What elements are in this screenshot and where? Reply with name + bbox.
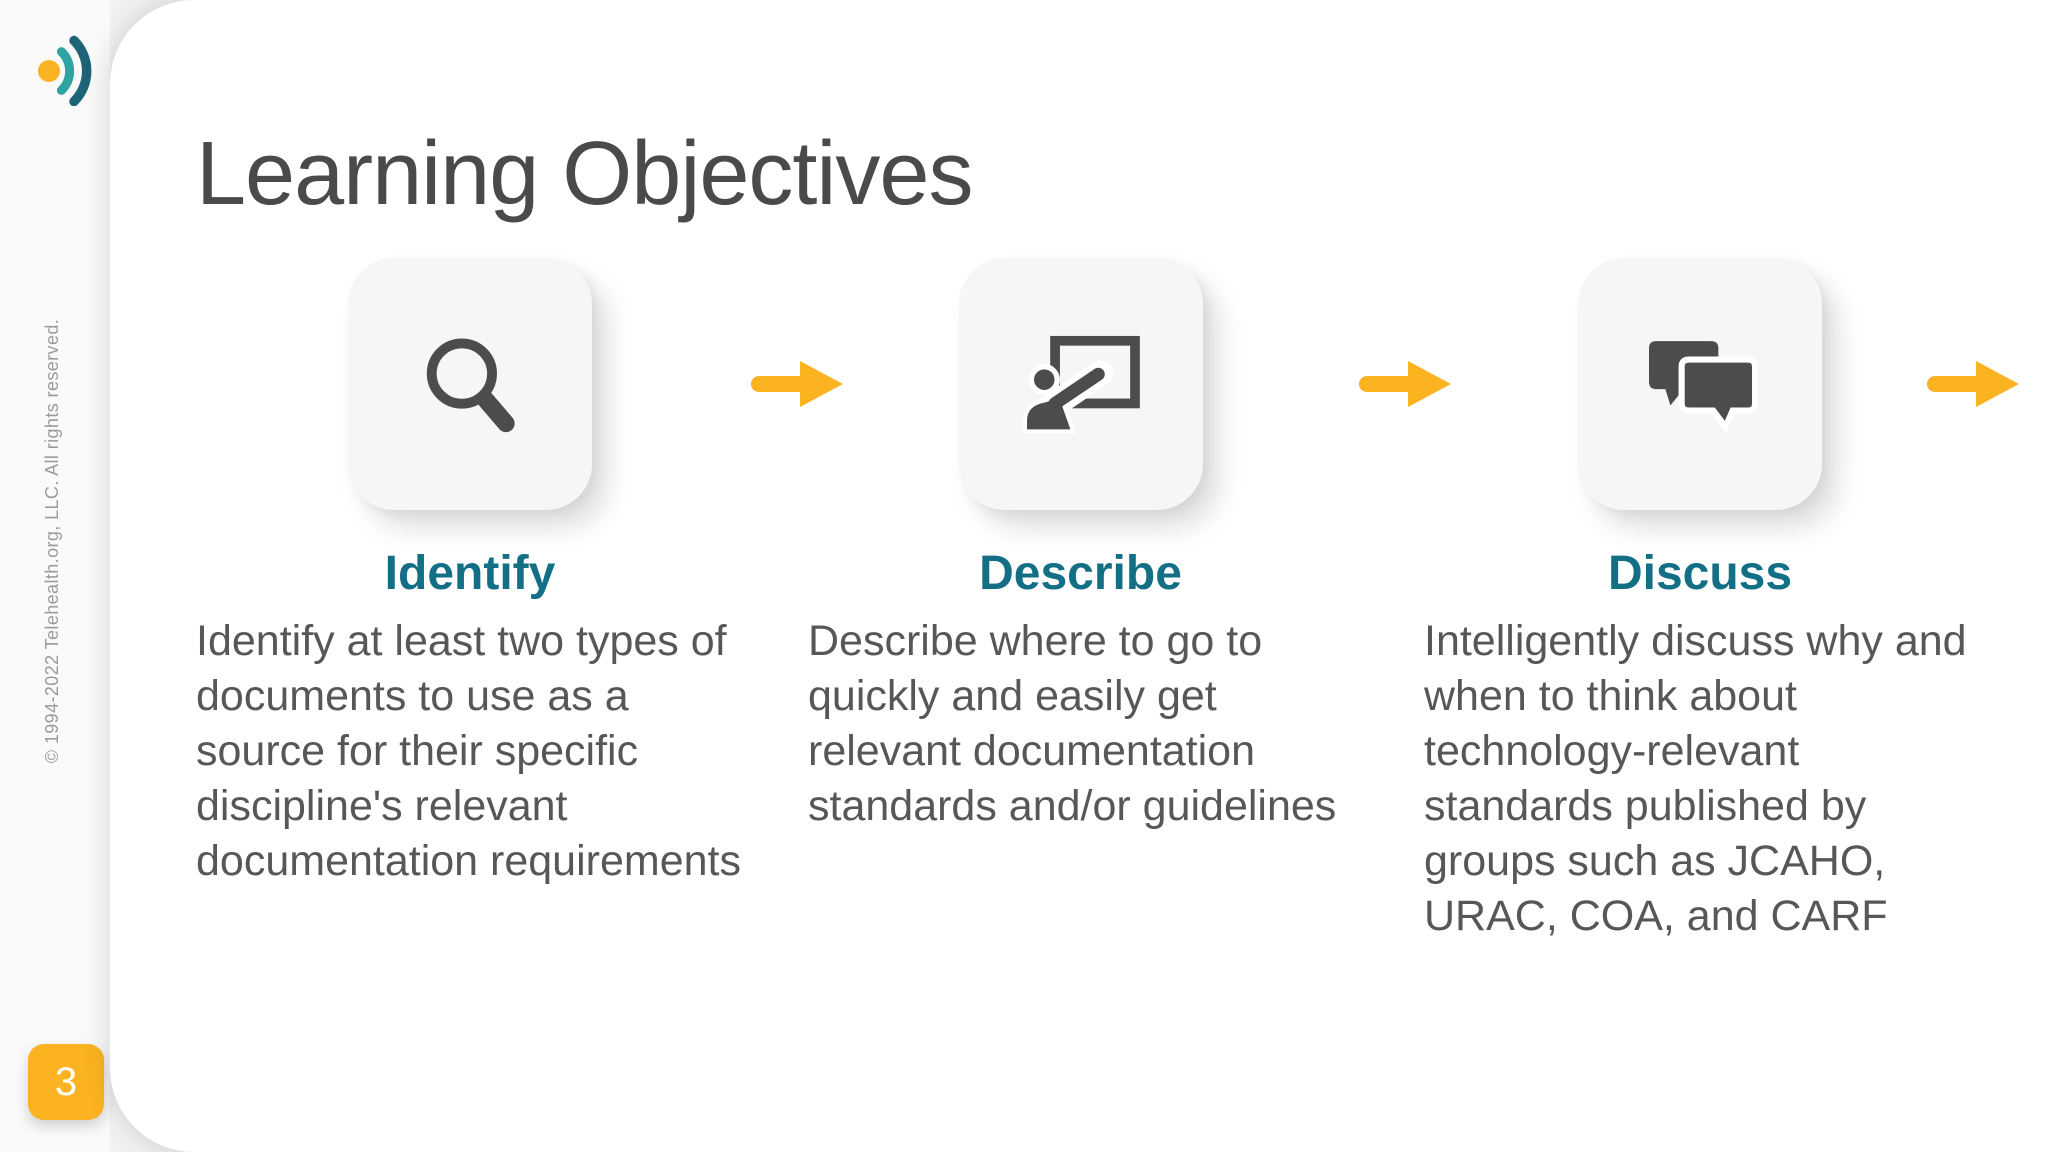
slide-panel [110,0,2048,1152]
objective-description: Identify at least two types of documents… [196,617,741,885]
objective-heading: Identify [384,547,556,600]
objective-heading: Describe [979,547,1182,600]
objective-description: Intelligently discuss why and when to th… [1424,617,1967,940]
left-rail: © 1994-2022 Telehealth.org, LLC. All rig… [0,0,110,1152]
objective-column-identify: Identify Identify at least two types of … [196,0,744,1152]
slide-title: Learning Objectives [196,124,973,225]
arrow-right-icon [751,361,843,407]
arrow-right-icon [1359,361,1451,407]
copyright-text: © 1994-2022 Telehealth.org, LLC. All rig… [42,318,62,764]
chat-bubbles-icon [1649,341,1759,433]
icon-card [348,258,592,510]
arrow-right-icon [1927,361,2019,407]
presenter-whiteboard-icon [1022,335,1140,434]
page-number: 3 [54,1059,78,1104]
page-number-badge: 3 [28,1044,104,1120]
telehealth-logo-icon [38,35,92,106]
objective-heading: Discuss [1607,547,1793,600]
objective-column-describe: Describe Describe where to go to quickly… [808,0,1353,1152]
objective-description: Describe where to go to quickly and easi… [808,617,1337,830]
objective-column-discuss: Discuss Intelligently discuss why and wh… [1424,0,1976,1152]
search-icon [426,338,515,433]
icon-card [1578,258,1822,510]
icon-card [958,258,1203,510]
